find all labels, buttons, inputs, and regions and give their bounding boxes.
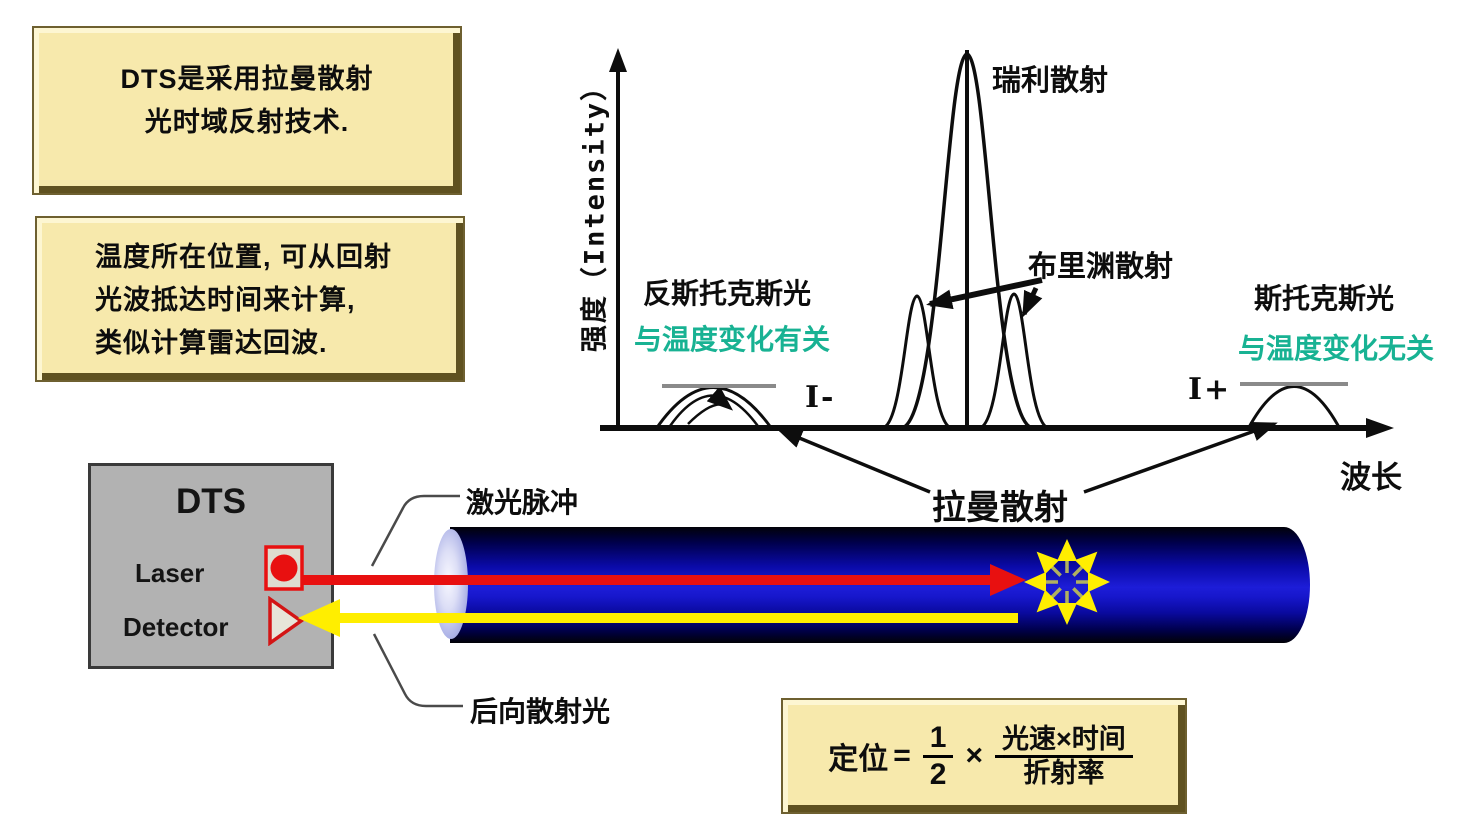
laser-source-icon [264, 545, 304, 591]
spectrum-axes [600, 48, 1394, 438]
formula-frac2-den: 折射率 [1023, 757, 1105, 788]
note1-line2: 光时域反射技术. [144, 107, 350, 137]
y-axis-label: 强度（Intensity） [579, 71, 611, 353]
detector-icon [268, 596, 305, 646]
stokes-note: 与温度变化无关 [1238, 333, 1435, 364]
brillouin-label: 布里渊散射 [1028, 251, 1174, 283]
formula-frac-half: 1 2 [922, 721, 954, 791]
formula-lhs: 定位 [828, 743, 889, 776]
note2-line2: 光波抵达时间来计算, [95, 285, 356, 315]
brillouin-annotation-arrows [926, 277, 1043, 318]
fiber-cable-end-cap [434, 529, 468, 639]
x-axis-label: 波长 [1340, 460, 1402, 495]
formula-frac-ratio: 光速×时间 折射率 [994, 724, 1133, 788]
formula-frac1-den: 2 [929, 757, 947, 791]
i-plus-label: I+ [1188, 372, 1232, 407]
note1-line1: DTS是采用拉曼散射 [120, 64, 374, 94]
fiber-cable [450, 527, 1310, 643]
formula-equals: = [893, 739, 911, 772]
backscatter-label: 后向散射光 [470, 696, 611, 727]
formula-frac2-num: 光速×时间 [994, 724, 1133, 758]
brillouin-peak-curves [882, 292, 1049, 430]
formula-box: 定位 = 1 2 × 光速×时间 折射率 [783, 700, 1185, 812]
formula-frac1-num: 1 [922, 721, 954, 758]
dts-title: DTS [176, 482, 246, 521]
dts-instrument-box: DTS Laser Detector [88, 463, 334, 669]
formula-times: × [965, 739, 983, 772]
raman-label: 拉曼散射 [932, 489, 1068, 527]
note-box-position-calculation: 温度所在位置, 可从回射 光波抵达时间来计算, 类似计算雷达回波. [37, 218, 463, 380]
detector-label: Detector [123, 612, 229, 642]
stokes-bump-curve [1240, 382, 1348, 430]
note2-line1: 温度所在位置, 可从回射 [95, 242, 393, 272]
laser-pulse-label: 激光脉冲 [466, 487, 579, 518]
note2-line3: 类似计算雷达回波. [95, 328, 328, 358]
rayleigh-label: 瑞利散射 [992, 65, 1109, 97]
note-box-dts-technology: DTS是采用拉曼散射 光时域反射技术. [34, 28, 460, 193]
anti-stokes-bump-curve [654, 384, 776, 430]
stokes-label: 斯托克斯光 [1254, 283, 1395, 314]
rayleigh-peak-curve [901, 50, 1033, 430]
laser-label: Laser [135, 558, 205, 588]
anti-stokes-label: 反斯托克斯光 [643, 278, 812, 309]
i-minus-label: I- [805, 380, 836, 415]
anti-stokes-note: 与温度变化有关 [634, 324, 831, 355]
